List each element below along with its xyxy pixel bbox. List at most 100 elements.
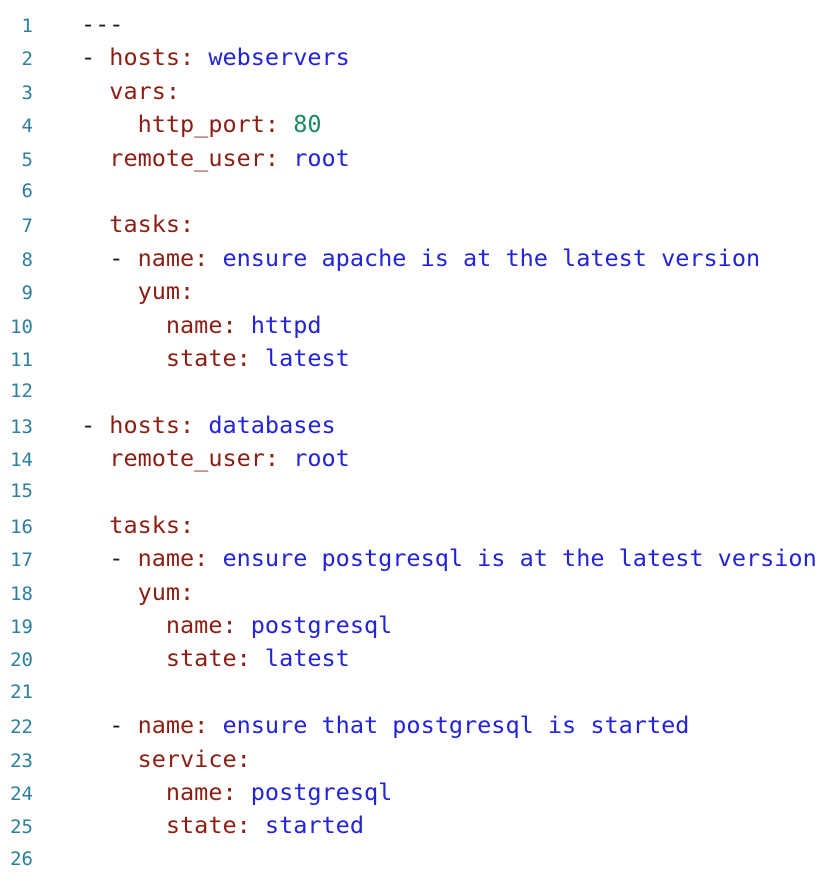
token-string: latest xyxy=(250,343,350,372)
token-string: webservers xyxy=(194,43,350,72)
code-text: - name: ensure postgresql is at the late… xyxy=(81,542,817,575)
code-line: 3 vars: xyxy=(10,75,830,108)
code-line: 20 state: latest xyxy=(10,642,830,675)
line-number: 8 xyxy=(21,248,33,271)
token-key: yum: xyxy=(137,277,195,306)
code-line: 11 state: latest xyxy=(10,342,830,375)
line-number: 25 xyxy=(10,816,33,839)
token-key: state: xyxy=(165,644,251,673)
code-text: state: latest xyxy=(81,642,350,675)
token-plain: - xyxy=(81,410,110,439)
code-line: 25 state: started xyxy=(10,809,830,842)
token-key: hosts: xyxy=(109,410,195,439)
line-number: 3 xyxy=(21,81,33,104)
token-key: yum: xyxy=(137,577,195,606)
code-text: - hosts: databases xyxy=(81,409,336,442)
line-number: 12 xyxy=(10,380,33,403)
code-line: 16 tasks: xyxy=(10,509,830,542)
token-key: state: xyxy=(165,343,251,372)
token-key: remote_user: xyxy=(109,444,280,473)
line-number: 18 xyxy=(10,582,33,605)
code-line: 7 tasks: xyxy=(10,208,830,241)
code-line: 1 --- xyxy=(10,8,830,41)
code-text: --- xyxy=(81,8,123,41)
code-line: 5 remote_user: root xyxy=(10,142,830,175)
token-string: postgresql xyxy=(236,611,393,640)
line-number: 10 xyxy=(10,315,33,338)
token-plain xyxy=(81,77,109,105)
code-text: - name: ensure apache is at the latest v… xyxy=(81,242,760,275)
code-text: name: postgresql xyxy=(81,776,392,809)
token-key: service: xyxy=(137,744,251,773)
code-text: state: latest xyxy=(81,342,350,375)
token-key: name: xyxy=(137,711,209,740)
token-string: root xyxy=(279,143,350,172)
token-plain xyxy=(81,811,166,839)
line-number: 14 xyxy=(10,449,33,472)
token-key: name: xyxy=(165,777,237,806)
line-number: 19 xyxy=(10,616,33,639)
token-plain xyxy=(81,745,138,773)
token-string: started xyxy=(250,811,364,840)
code-line: 17 - name: ensure postgresql is at the l… xyxy=(10,542,830,575)
line-number: 21 xyxy=(10,680,33,703)
token-string: httpd xyxy=(236,310,322,339)
line-number: 24 xyxy=(10,782,33,805)
code-text: state: started xyxy=(81,809,364,842)
line-number: 17 xyxy=(10,549,33,572)
code-text: - hosts: webservers xyxy=(81,41,350,74)
token-string: postgresql xyxy=(236,777,393,806)
token-key: name: xyxy=(137,243,209,272)
token-string: databases xyxy=(194,410,336,439)
code-line: 12 xyxy=(10,375,830,408)
code-text: tasks: xyxy=(81,208,194,241)
code-line: 22 - name: ensure that postgresql is sta… xyxy=(10,709,830,742)
token-plain: --- xyxy=(81,10,124,38)
code-line: 4 http_port: 80 xyxy=(10,108,830,141)
token-plain xyxy=(81,344,166,372)
code-text: name: postgresql xyxy=(81,609,392,642)
code-line: 19 name: postgresql xyxy=(10,609,830,642)
token-key: http_port: xyxy=(137,110,280,139)
token-plain xyxy=(81,578,138,606)
code-line: 13- hosts: databases xyxy=(10,409,830,442)
token-plain xyxy=(81,444,109,472)
code-text: remote_user: root xyxy=(81,142,350,175)
code-line: 2 - hosts: webservers xyxy=(10,41,830,74)
code-text: name: httpd xyxy=(81,309,322,342)
token-key: name: xyxy=(165,310,237,339)
token-key: state: xyxy=(165,811,251,840)
token-plain xyxy=(81,277,138,305)
code-line: 24 name: postgresql xyxy=(10,776,830,809)
code-text: yum: xyxy=(81,576,195,609)
line-number: 2 xyxy=(21,48,33,71)
token-string: latest xyxy=(250,644,350,673)
line-number: 16 xyxy=(10,515,33,538)
token-number: 80 xyxy=(279,110,322,139)
token-plain: - xyxy=(81,711,138,740)
token-plain xyxy=(81,210,109,238)
token-plain xyxy=(81,511,109,539)
code-text: service: xyxy=(81,743,251,776)
code-line: 15 xyxy=(10,475,830,508)
line-number: 4 xyxy=(21,115,33,138)
line-number: 15 xyxy=(10,480,33,503)
line-number: 22 xyxy=(10,716,33,739)
code-line: 10 name: httpd xyxy=(10,309,830,342)
token-plain: - xyxy=(81,243,138,272)
token-key: vars: xyxy=(109,76,181,105)
line-number: 1 xyxy=(21,15,33,37)
token-string: ensure apache is at the latest version xyxy=(208,243,761,272)
code-text: http_port: 80 xyxy=(81,108,322,141)
token-plain xyxy=(81,110,138,138)
code-line: 9 yum: xyxy=(10,275,830,308)
token-string: ensure postgresql is at the latest versi… xyxy=(208,544,817,573)
code-text: yum: xyxy=(81,275,195,308)
line-number: 26 xyxy=(10,847,33,870)
code-text: remote_user: root xyxy=(81,442,350,475)
token-plain xyxy=(81,644,166,672)
token-string: ensure that postgresql is started xyxy=(208,711,690,740)
code-line: 14 remote_user: root xyxy=(10,442,830,475)
code-line: 26 xyxy=(10,843,830,876)
